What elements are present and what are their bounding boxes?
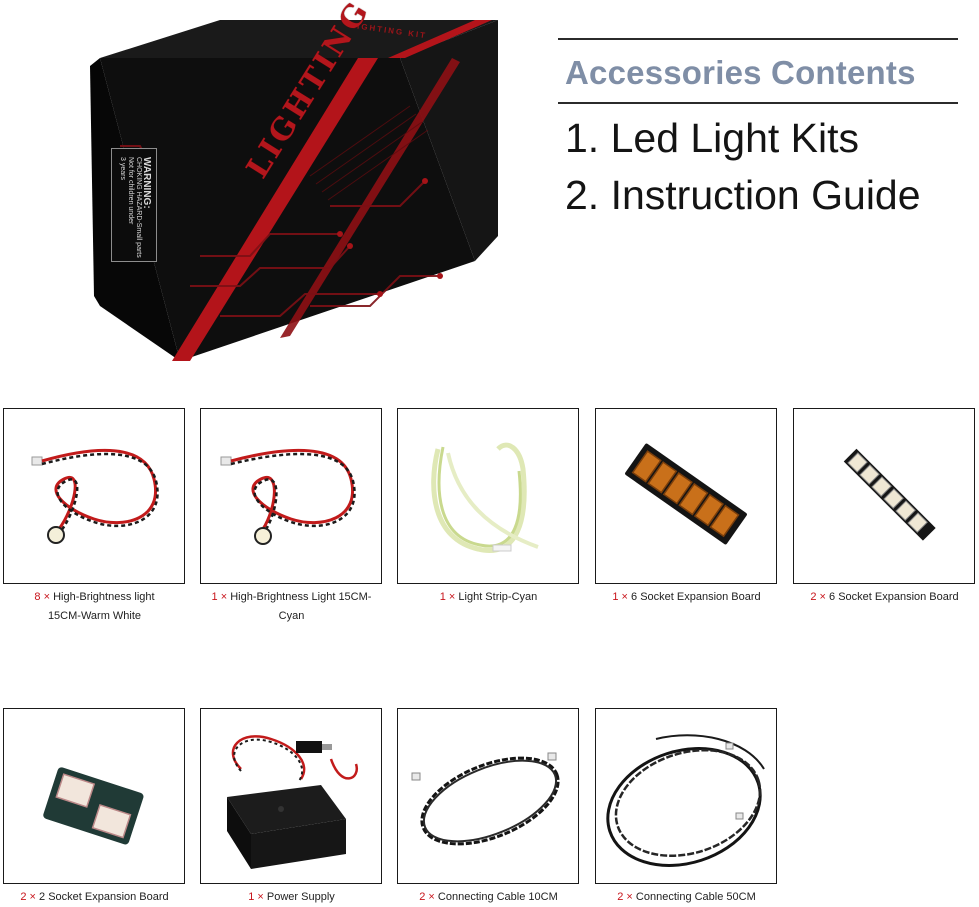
item-quantity: 2 × xyxy=(810,591,826,603)
item-quantity: 1 × xyxy=(211,591,228,603)
item-name: Connecting Cable 50CM xyxy=(635,891,756,903)
item-image-frame xyxy=(397,408,579,584)
warning-label: WARNING: CHOKING HAZARD-Small parts Not … xyxy=(111,148,157,262)
item-image-frame xyxy=(793,408,975,584)
item-image-frame xyxy=(595,408,777,584)
item-quantity: 1 × xyxy=(439,591,456,603)
item-name: 2 Socket Expansion Board xyxy=(39,891,169,903)
item-card: 1 × High-Brightness Light 15CM-Cyan xyxy=(200,408,383,626)
item-quantity: 2 × xyxy=(617,891,633,903)
item-quantity: 1 × xyxy=(248,891,264,903)
product-box-image: LIGHTING KIT LIGHTING KIT WARNING: CHOKI… xyxy=(80,0,500,366)
short-cable-icon xyxy=(411,752,560,846)
six-socket-board-icon xyxy=(625,443,747,545)
warm-white-light-icon xyxy=(31,448,159,544)
warning-title: WARNING: xyxy=(141,157,152,209)
contents-item-led-kits: 1. Led Light Kits xyxy=(565,115,860,161)
contents-item-guide: 2. Instruction Guide xyxy=(565,172,921,218)
item-name: Power Supply xyxy=(266,891,335,903)
item-name: Connecting Cable 10CM xyxy=(437,891,558,903)
item-card: 2 × Connecting Cable 10CM xyxy=(397,708,580,907)
item-quantity: 8 × xyxy=(34,591,51,603)
item-card: 1 × Power Supply xyxy=(200,708,383,907)
item-card: 8 × High-Brightness light 15CM-Warm Whit… xyxy=(3,408,186,626)
header-rule-bottom xyxy=(558,102,958,104)
item-name: 6 Socket Expansion Board xyxy=(829,591,959,603)
item-image-frame xyxy=(397,708,579,884)
warning-line: CHOKING HAZARD-Small parts xyxy=(135,157,142,258)
warning-line: Not for children under xyxy=(127,157,134,225)
item-name-line2: 15CM-Warm White xyxy=(47,610,142,622)
item-image-frame xyxy=(200,408,382,584)
page-title: Accessories Contents xyxy=(565,54,916,91)
cyan-light-icon xyxy=(220,448,356,545)
item-card: 2 × 6 Socket Expansion Board xyxy=(793,408,976,607)
item-card: 2 × 2 Socket Expansion Board xyxy=(3,708,186,907)
item-card: 2 × Connecting Cable 50CM xyxy=(595,708,778,907)
item-quantity: 2 × xyxy=(419,891,435,903)
box-icon xyxy=(90,20,498,361)
item-name: High-Brightness light xyxy=(53,591,155,603)
item-name: 6 Socket Expansion Board xyxy=(631,591,761,603)
item-quantity: 1 × xyxy=(612,591,628,603)
item-name: Light Strip-Cyan xyxy=(458,591,538,603)
header-rule-top xyxy=(558,38,958,40)
item-image-frame xyxy=(3,708,185,884)
item-card: 1 × 6 Socket Expansion Board xyxy=(595,408,778,607)
warning-line: 3 years xyxy=(119,157,126,180)
item-image-frame xyxy=(200,708,382,884)
light-strip-icon xyxy=(431,442,539,553)
battery-box-icon xyxy=(227,735,359,869)
two-socket-board-icon xyxy=(43,767,144,845)
item-quantity: 2 × xyxy=(20,891,36,903)
item-name: High-Brightness Light 15CM-Cyan xyxy=(230,591,372,622)
item-image-frame xyxy=(3,408,185,584)
item-card: 1 × Light Strip-Cyan xyxy=(397,408,580,607)
item-image-frame xyxy=(595,708,777,884)
six-socket-board-icon xyxy=(843,448,936,541)
long-cable-icon xyxy=(606,734,765,867)
